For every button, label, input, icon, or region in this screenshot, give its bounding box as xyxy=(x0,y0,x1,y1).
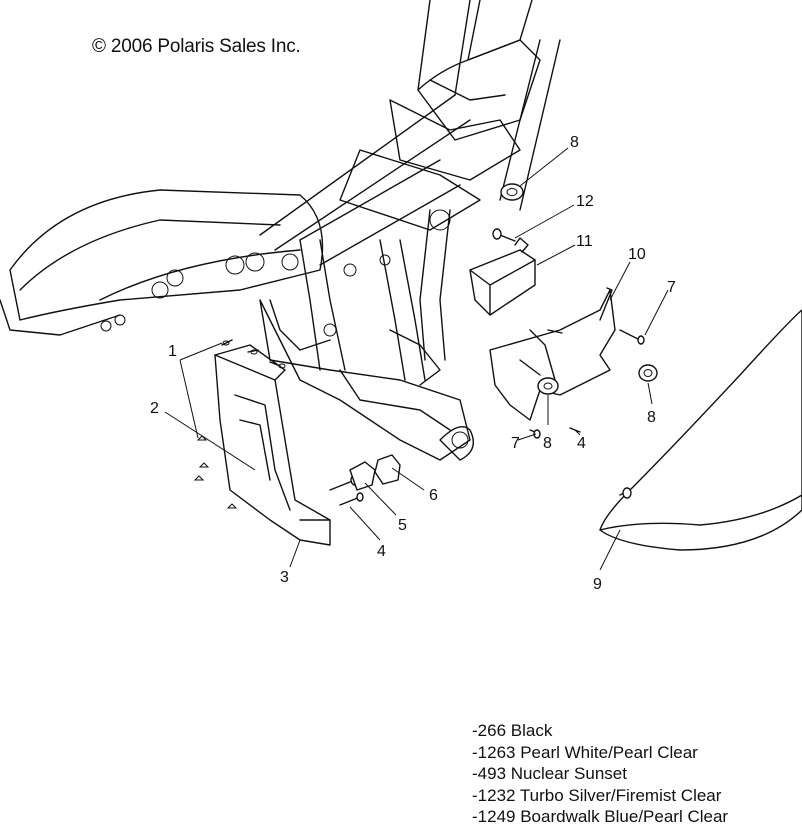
grommet-8-upper xyxy=(500,183,524,201)
color-code-item: -1263 Pearl White/Pearl Clear xyxy=(472,742,698,762)
callout-7-right: 7 xyxy=(667,279,676,296)
callout-9: 9 xyxy=(593,576,602,593)
callout-4-right: 4 xyxy=(577,435,586,452)
screw-12 xyxy=(492,228,516,242)
color-code-item: -1249 Boardwalk Blue/Pearl Clear xyxy=(472,807,729,826)
frame-assembly xyxy=(0,0,561,461)
callout-11: 11 xyxy=(576,233,593,250)
callout-10: 10 xyxy=(628,246,646,263)
screw-7-right xyxy=(619,329,645,345)
callout-2: 2 xyxy=(150,400,159,417)
color-code-item: -266 Black xyxy=(472,721,553,740)
side-cover-9 xyxy=(599,309,802,551)
panel-assembly-left xyxy=(193,339,331,546)
callout-8-lower: 8 xyxy=(543,435,552,452)
callout-labels: 8 12 11 10 7 1 2 7 8 4 8 6 5 4 3 9 xyxy=(150,134,676,593)
callout-4-left: 4 xyxy=(377,543,386,560)
callout-8-right: 8 xyxy=(647,409,656,426)
leader-lines xyxy=(164,147,669,571)
callout-1: 1 xyxy=(168,343,177,360)
callout-8-upper: 8 xyxy=(570,134,579,151)
callout-5: 5 xyxy=(398,517,407,534)
copyright-notice: © 2006 Polaris Sales Inc. xyxy=(92,36,301,57)
bracket-10 xyxy=(489,287,616,439)
callout-3: 3 xyxy=(280,569,289,586)
color-code-item: -1232 Turbo Silver/Firemist Clear xyxy=(472,785,722,805)
color-code-list: -266 Black -1263 Pearl White/Pearl Clear… xyxy=(472,720,728,828)
color-code-item: -493 Nuclear Sunset xyxy=(472,764,627,783)
module-11 xyxy=(469,237,536,316)
fasteners-4-5-6 xyxy=(329,454,401,506)
callout-12: 12 xyxy=(576,193,594,210)
callout-7-lower: 7 xyxy=(511,435,520,452)
grommet-8-right xyxy=(638,364,658,382)
callout-6: 6 xyxy=(429,487,438,504)
